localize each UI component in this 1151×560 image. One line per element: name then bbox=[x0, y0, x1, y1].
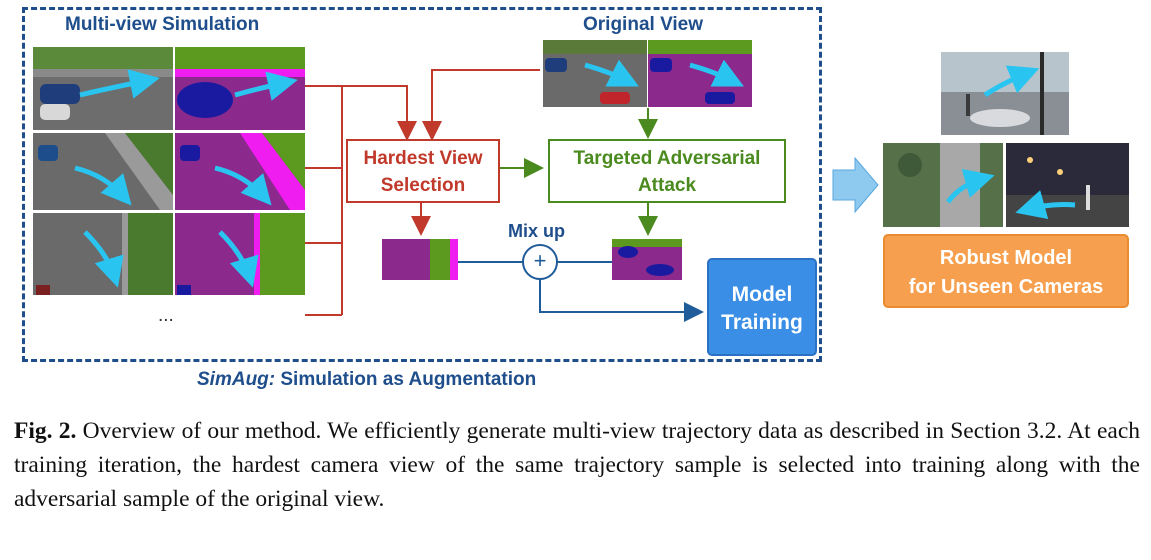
to-robust-arrow bbox=[832, 156, 879, 214]
mixup-label: Mix up bbox=[508, 221, 565, 241]
model-training-box: Model Training bbox=[707, 258, 817, 356]
robust-model-line2: for Unseen Cameras bbox=[908, 276, 1104, 298]
hardest-view-selection-box: Hardest View Selection bbox=[346, 139, 500, 203]
method-diagram bbox=[33, 40, 1129, 322]
figure-caption: Fig. 2. Overview of our method. We effic… bbox=[14, 414, 1140, 516]
multiview-title: Multi-view Simulation bbox=[65, 14, 260, 35]
original-view-title: Original View bbox=[583, 14, 704, 35]
attack-line1: Targeted Adversarial bbox=[573, 148, 761, 169]
sim-view-3-seg bbox=[175, 213, 305, 295]
sim-to-selection-connectors bbox=[305, 85, 417, 316]
hardest-view-line1: Hardest View bbox=[363, 148, 483, 169]
adversarial-thumbnail bbox=[612, 239, 682, 280]
robust-model-box: Robust Model for Unseen Cameras bbox=[883, 234, 1129, 308]
sim-view-2-seg bbox=[175, 133, 305, 210]
sim-view-3-rgb bbox=[33, 213, 173, 295]
real-view-bottom-left bbox=[883, 143, 1003, 227]
targeted-attack-box: Targeted Adversarial Attack bbox=[548, 139, 786, 203]
hardest-view-line2: Selection bbox=[380, 175, 466, 196]
simaug-label: SimAug: Simulation as Augmentation bbox=[197, 369, 536, 391]
caption-label: Fig. 2. bbox=[14, 418, 77, 444]
real-view-bottom-right bbox=[1006, 143, 1129, 227]
original-to-selection-connector bbox=[422, 69, 540, 141]
sim-view-1-seg bbox=[175, 47, 305, 130]
mixup-plus-symbol: + bbox=[533, 248, 547, 273]
caption-text: Overview of our method. We efficiently g… bbox=[14, 418, 1141, 512]
simaug-frame bbox=[22, 7, 822, 362]
mixup-circle bbox=[522, 244, 558, 280]
sim-view-1-rgb bbox=[33, 47, 173, 130]
real-view-top bbox=[941, 52, 1069, 135]
more-views-ellipsis: ... bbox=[158, 305, 174, 326]
simaug-label-italic: SimAug: bbox=[197, 369, 276, 390]
robust-model-line1: Robust Model bbox=[939, 247, 1073, 269]
original-view-rgb bbox=[543, 40, 647, 107]
original-view-seg bbox=[648, 40, 752, 107]
simaug-label-rest: Simulation as Augmentation bbox=[275, 369, 537, 390]
model-training-line2: Training bbox=[721, 311, 803, 334]
attack-line2: Attack bbox=[637, 175, 697, 196]
sim-view-2-rgb bbox=[33, 133, 173, 210]
model-training-line1: Model bbox=[731, 283, 793, 306]
hard-view-thumbnail bbox=[382, 239, 458, 280]
mixup-connectors bbox=[458, 261, 704, 322]
